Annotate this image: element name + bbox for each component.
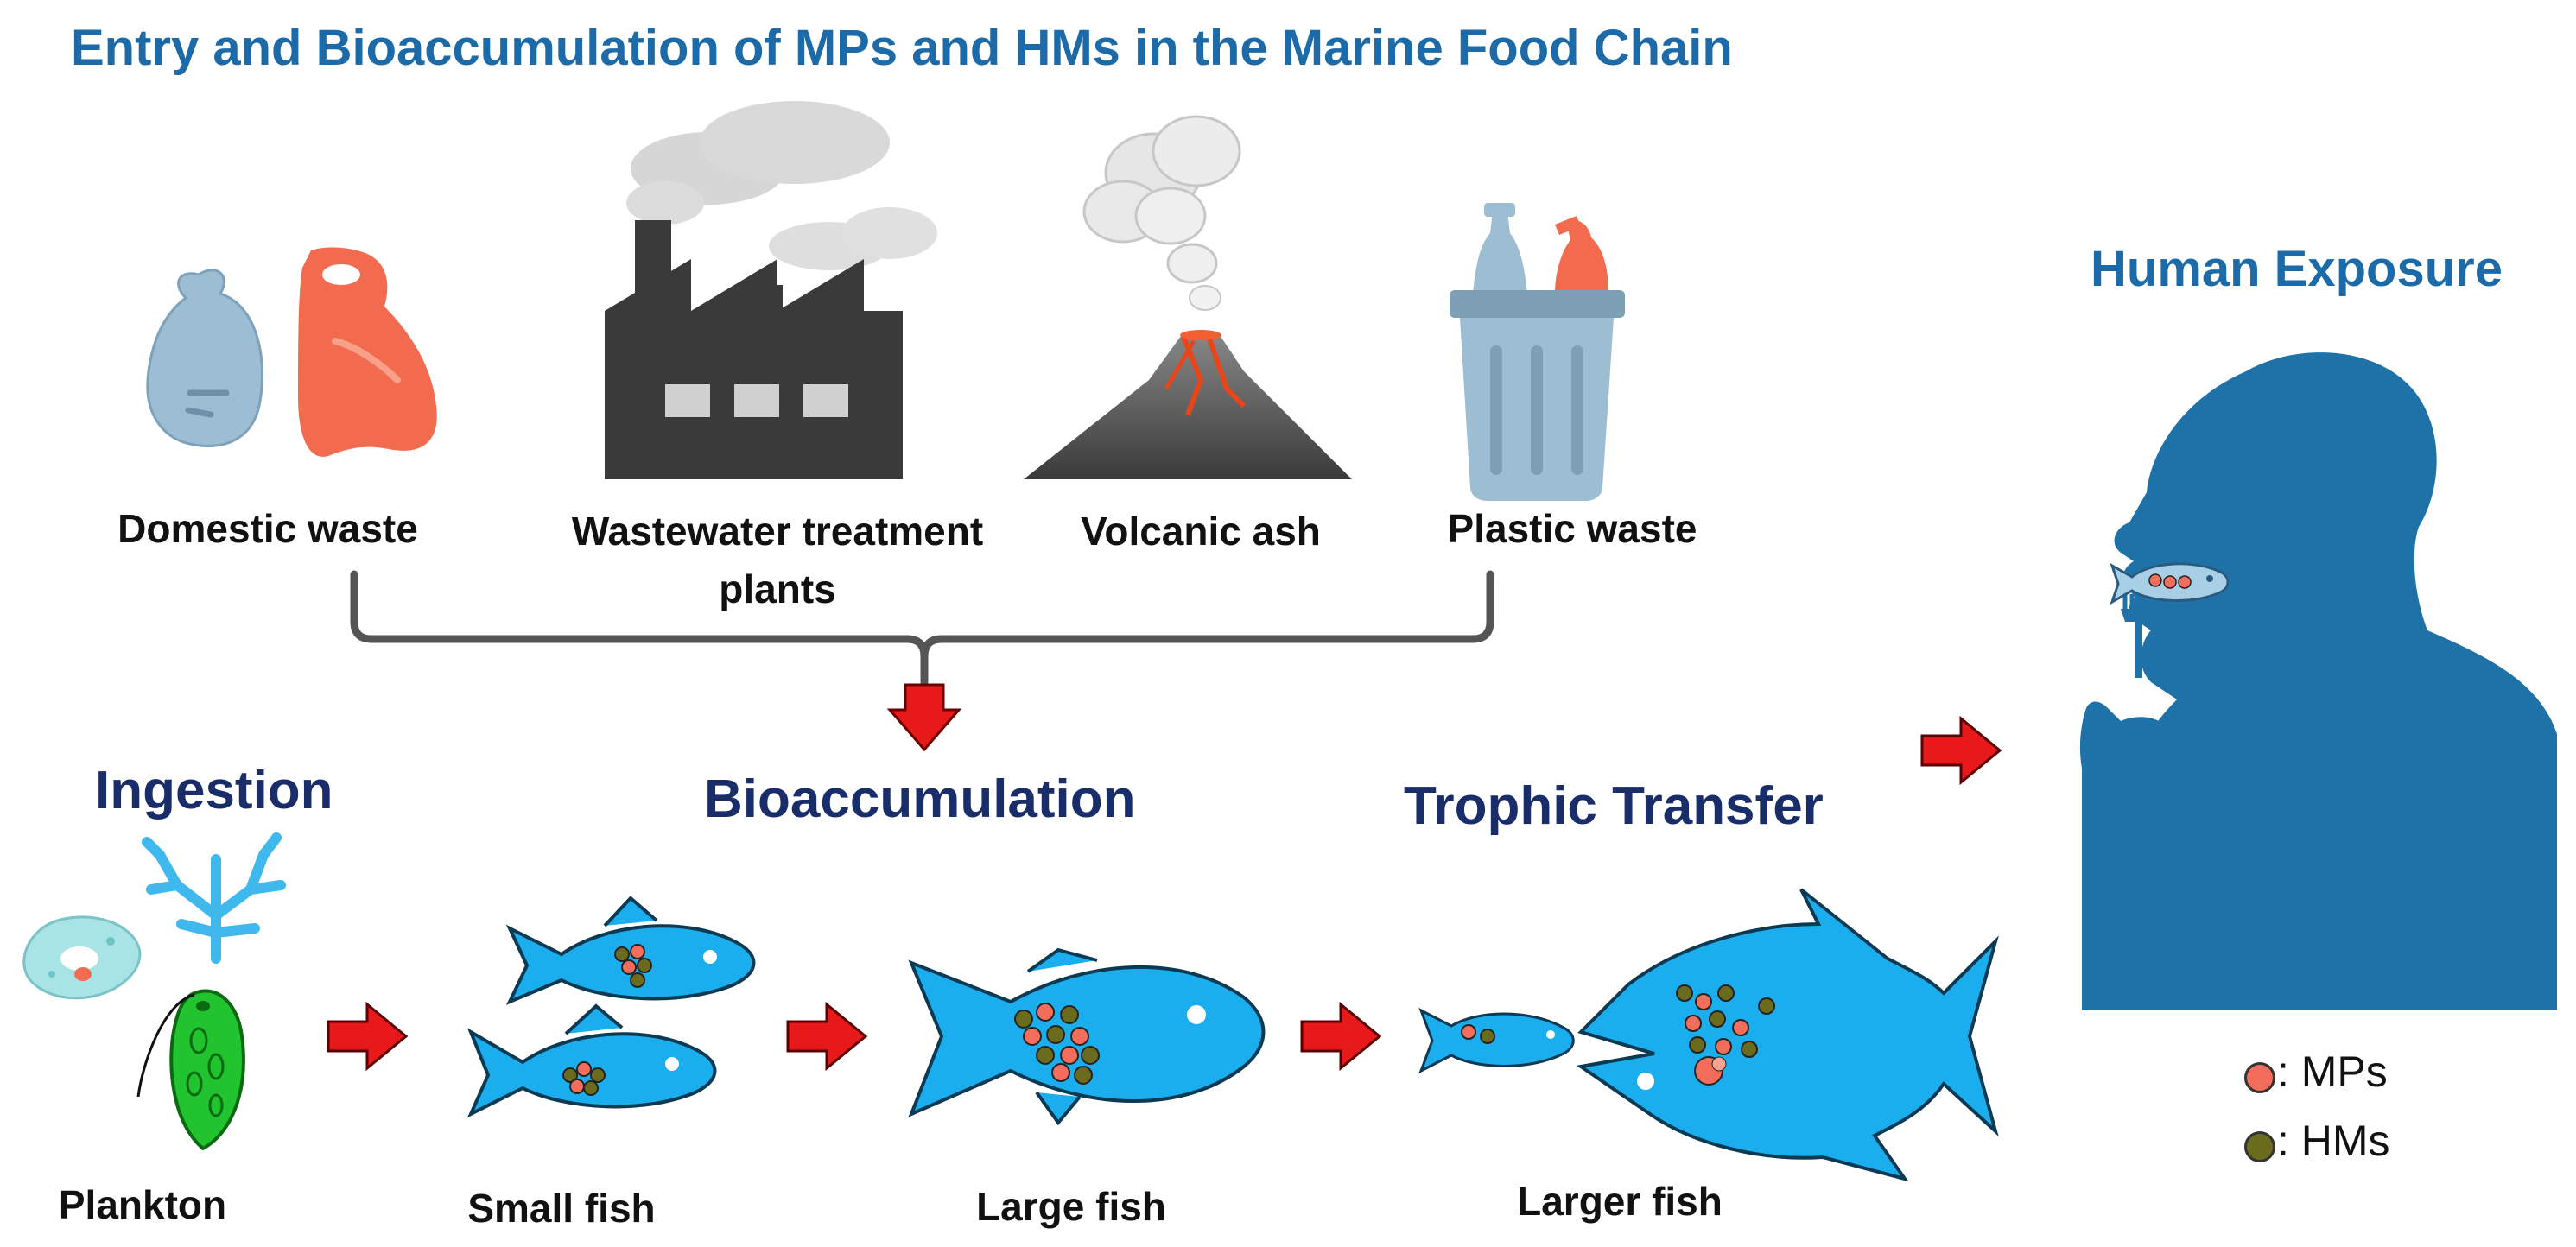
human-silhouette-icon — [2079, 352, 2557, 1010]
small-fish-icon — [505, 896, 756, 1005]
stage-heading-ingestion: Ingestion — [95, 761, 333, 820]
small-fish-icon — [466, 1003, 717, 1118]
trash-bin-icon — [1450, 203, 1625, 501]
legend-label-mps: : MPs — [2277, 1048, 2388, 1096]
source-label-volcanic-ash: Volcanic ash — [1081, 509, 1321, 554]
flow-arrow — [786, 1001, 868, 1072]
source-label-domestic-waste: Domestic waste — [117, 506, 418, 551]
legend-label-hms: : HMs — [2277, 1117, 2390, 1165]
organism-label-plankton: Plankton — [58, 1182, 227, 1227]
source-label-plastic-waste: Plastic waste — [1447, 506, 1697, 551]
plankton-icon — [22, 832, 286, 1151]
flow-arrow — [327, 1001, 409, 1072]
stage-heading-human-exposure: Human Exposure — [2091, 241, 2503, 297]
legend-swatch-hms — [2244, 1131, 2275, 1162]
organism-label-large-fish: Large fish — [976, 1184, 1166, 1229]
larger-fish-icon — [1576, 888, 1999, 1182]
volcano-icon — [1024, 115, 1352, 479]
fish-on-fork-icon — [2110, 562, 2230, 605]
organism-label-small-fish: Small fish — [467, 1186, 656, 1231]
tiny-fish-icon — [1418, 1007, 1575, 1074]
legend-swatch-mps — [2244, 1062, 2275, 1093]
source-label-wastewater-line2: plants — [719, 567, 836, 611]
factory-icon — [605, 101, 937, 479]
bags-icon — [146, 247, 437, 457]
page-title: Entry and Bioaccumulation of MPs and HMs… — [71, 20, 1733, 76]
stage-heading-bioaccumulation: Bioaccumulation — [704, 769, 1136, 829]
large-fish-icon — [908, 947, 1266, 1126]
flow-arrow — [1300, 1001, 1382, 1072]
stage-heading-trophic-transfer: Trophic Transfer — [1404, 776, 1824, 836]
bracket-connector — [350, 570, 1494, 752]
flow-arrow — [1920, 715, 2002, 786]
organism-label-larger-fish: Larger fish — [1517, 1179, 1723, 1224]
source-label-wastewater: Wastewater treatment — [571, 509, 984, 554]
